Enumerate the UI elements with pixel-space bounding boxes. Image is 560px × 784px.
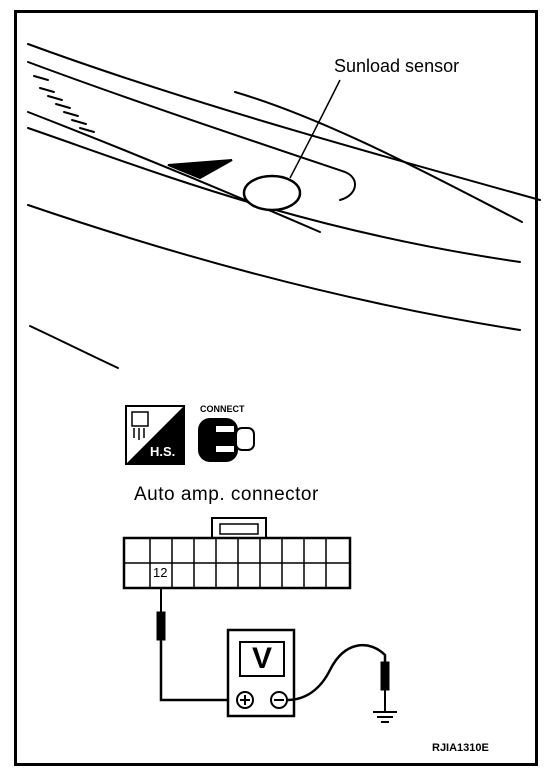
voltmeter-icon (226, 628, 296, 718)
connector-title: Auto amp. connector (134, 484, 319, 505)
ground-icon (373, 711, 397, 723)
auto-amp-connector (122, 517, 352, 590)
figure-frame (14, 10, 538, 766)
pin-number: 12 (153, 565, 168, 580)
negative-probe-lead (286, 643, 390, 712)
positive-probe-lead (156, 588, 242, 702)
voltmeter-letter: V (252, 642, 273, 675)
sensor-leader-line (289, 79, 341, 179)
dashboard-illustration (27, 43, 541, 369)
sunload-sensor (242, 174, 302, 212)
connect-label: CONNECT (200, 404, 245, 414)
harness-side-icon (125, 405, 185, 465)
harness-side-label: H.S. (150, 444, 176, 459)
figure-id: RJIA1310E (432, 742, 489, 754)
sunload-sensor-label: Sunload sensor (334, 56, 460, 76)
connector-plug-icon (198, 418, 255, 462)
